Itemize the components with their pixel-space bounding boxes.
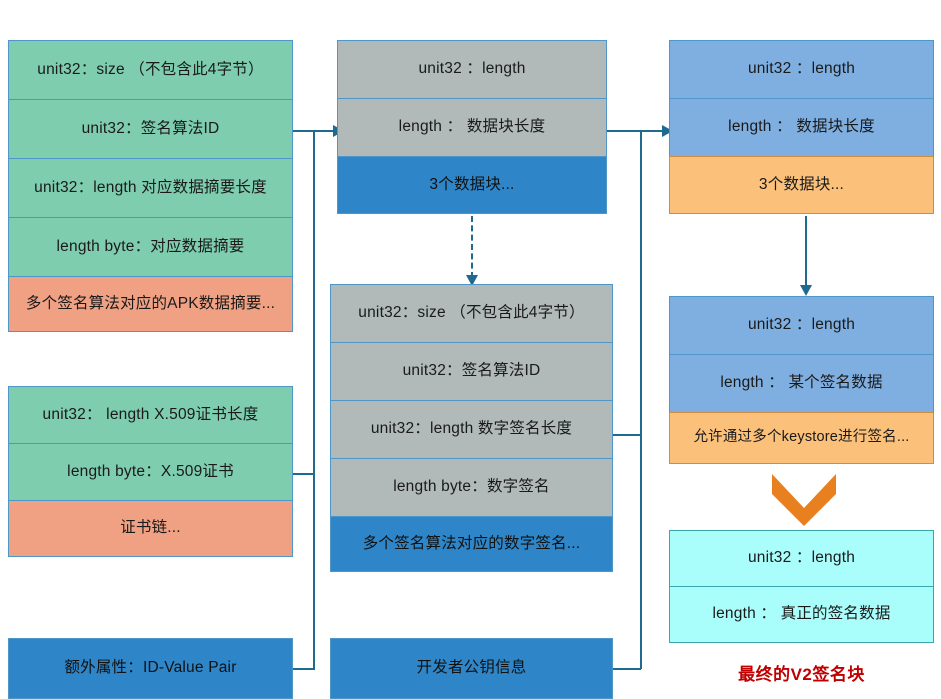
row-cell: unit32 ：length [669, 296, 934, 355]
row-cell: length byte：对应数据摘要 [8, 217, 293, 277]
row-cell: 证书链... [8, 500, 293, 557]
row-cell: 多个签名算法对应的APK数据摘要... [8, 276, 293, 332]
row-cell: 3个数据块... [337, 156, 607, 214]
connector-left-to-middle [313, 130, 335, 132]
row-cell: unit32：size （不包含此4字节） [330, 284, 613, 343]
row-cell: unit32：length 数字签名长度 [330, 400, 613, 459]
connector-left-stub-1 [293, 130, 315, 132]
row-cell: length ： 真正的签名数据 [669, 586, 934, 643]
right-signer-block: unit32 ：length length ： 数据块长度 3个数据块... [669, 40, 934, 214]
connector-left-stub-3 [293, 668, 315, 670]
middle-pubkey-block: 开发者公钥信息 [330, 638, 613, 699]
middle-signature-block: unit32：size （不包含此4字节） unit32：签名算法ID unit… [330, 284, 613, 572]
left-extra-block: 额外属性：ID-Value Pair [8, 638, 293, 699]
row-cell: length byte：数字签名 [330, 458, 613, 517]
connector-right-down [805, 216, 807, 288]
chevron-down-icon [772, 474, 836, 526]
row-cell: length byte：X.509证书 [8, 443, 293, 501]
row-cell: 开发者公钥信息 [330, 638, 613, 699]
right-final-block: unit32 ：length length ： 真正的签名数据 [669, 530, 934, 643]
row-cell: unit32 ：length [337, 40, 607, 99]
left-digest-block: unit32：size （不包含此4字节） unit32：签名算法ID unit… [8, 40, 293, 332]
row-cell: 额外属性：ID-Value Pair [8, 638, 293, 699]
row-cell: 多个签名算法对应的数字签名... [330, 516, 613, 572]
left-cert-block: unit32： length X.509证书长度 length byte：X.5… [8, 386, 293, 557]
row-cell: length ： 数据块长度 [337, 98, 607, 157]
connector-middle-stub-3 [613, 668, 641, 670]
connector-middle-dashed [471, 216, 473, 278]
row-cell: unit32：签名算法ID [8, 99, 293, 159]
arrow-middle-down-icon [466, 275, 478, 286]
connector-middle-to-right [640, 130, 665, 132]
row-cell: 允许通过多个keystore进行签名... [669, 412, 934, 464]
connector-middle-stub-2 [613, 434, 641, 436]
middle-datablock-header: unit32 ：length length ： 数据块长度 3个数据块... [337, 40, 607, 214]
connector-left-bus [313, 130, 315, 669]
row-cell: length ： 某个签名数据 [669, 354, 934, 413]
right-signers-block: unit32 ：length length ： 某个签名数据 允许通过多个key… [669, 296, 934, 464]
connector-left-stub-2 [293, 473, 315, 475]
row-cell: unit32：size （不包含此4字节） [8, 40, 293, 100]
row-cell: unit32 ：length [669, 40, 934, 99]
arrow-right-down-icon [800, 285, 812, 296]
connector-middle-bus [640, 130, 642, 669]
row-cell: unit32：签名算法ID [330, 342, 613, 401]
arrow-middle-to-right-icon [662, 125, 673, 137]
row-cell: unit32：length 对应数据摘要长度 [8, 158, 293, 218]
row-cell: unit32 ：length [669, 530, 934, 587]
row-cell: length ： 数据块长度 [669, 98, 934, 157]
row-cell: unit32： length X.509证书长度 [8, 386, 293, 444]
final-v2-signature-label: 最终的V2签名块 [738, 665, 865, 684]
row-cell: 3个数据块... [669, 156, 934, 214]
connector-middle-stub-1 [607, 130, 641, 132]
